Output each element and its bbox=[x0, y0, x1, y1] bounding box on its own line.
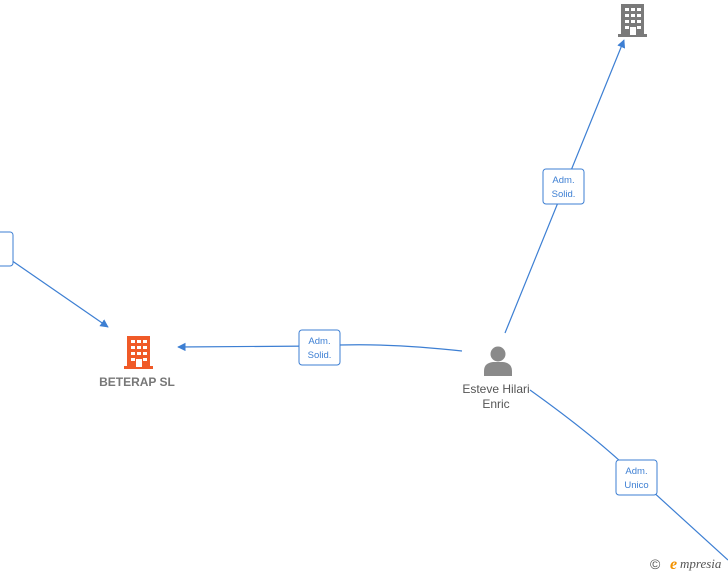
svg-text:Solid.: Solid. bbox=[552, 189, 576, 200]
edge-label-left-partial bbox=[0, 231, 14, 267]
edge-label-to-top-company: Adm. Solid. bbox=[542, 168, 585, 205]
building-icon bbox=[618, 4, 647, 37]
edge-label-to-beterap: Adm. Solid. bbox=[298, 329, 341, 366]
edge-left-partial[interactable] bbox=[7, 257, 109, 328]
empresia-watermark: © e mpresia bbox=[650, 556, 722, 573]
node-label-person-line2: Enric bbox=[482, 397, 509, 411]
node-label-person-line1: Esteve Hilari bbox=[462, 382, 529, 396]
svg-text:Adm.: Adm. bbox=[308, 336, 330, 347]
copyright-icon: © bbox=[650, 556, 661, 572]
svg-text:Adm.: Adm. bbox=[552, 175, 574, 186]
node-person[interactable]: Esteve Hilari Enric bbox=[462, 346, 530, 412]
edge-label-to-bottom-right: Adm. Unico bbox=[615, 459, 658, 496]
node-top-company[interactable] bbox=[618, 4, 647, 37]
brand-initial: e bbox=[670, 556, 677, 573]
building-icon bbox=[124, 336, 153, 369]
person-icon bbox=[484, 346, 512, 376]
svg-text:Solid.: Solid. bbox=[308, 350, 332, 361]
svg-text:Adm.: Adm. bbox=[625, 466, 647, 477]
svg-text:Unico: Unico bbox=[624, 480, 648, 491]
brand-name: mpresia bbox=[680, 556, 722, 571]
node-label-beterap: BETERAP SL bbox=[99, 375, 175, 389]
node-beterap[interactable]: BETERAP SL bbox=[99, 336, 175, 389]
